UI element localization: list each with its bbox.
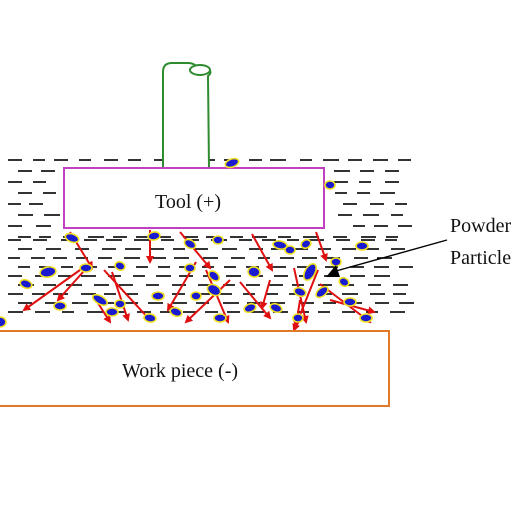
powder-particle-icon <box>53 301 67 311</box>
powder-particle-icon <box>114 261 126 271</box>
callout-label-particle: Particle <box>450 247 511 269</box>
spark-arrow-icon <box>259 279 271 310</box>
powder-particle-icon <box>247 266 261 278</box>
powder-particle-icon <box>183 238 197 250</box>
spark-arrow-icon <box>315 231 328 262</box>
powder-particle-icon <box>243 302 257 314</box>
powder-particle-icon <box>39 266 57 278</box>
powder-particle-icon <box>338 276 350 288</box>
powder-particle-icon <box>292 313 304 323</box>
callout-arrowhead-icon <box>326 265 340 277</box>
powder-particles <box>0 157 373 328</box>
powder-particle-icon <box>224 157 240 169</box>
powder-particle-icon <box>343 297 357 307</box>
spark-arrow-icon <box>103 269 152 322</box>
powder-particle-icon <box>64 232 80 244</box>
spark-arrow-icon <box>179 231 212 270</box>
powder-particle-icon <box>315 285 329 299</box>
powder-particle-icon <box>19 278 33 290</box>
spark-arrow-icon <box>184 279 231 324</box>
powder-particle-icon <box>143 313 157 323</box>
spark-arrow-icon <box>239 281 272 320</box>
callout-label-powder: Powder <box>450 215 511 237</box>
powder-particle-icon <box>91 293 109 307</box>
powder-particle-icon <box>207 270 221 282</box>
tool-electrode: Tool (+) <box>63 167 325 229</box>
powder-particle-icon <box>284 245 296 255</box>
powder-particle-icon <box>105 307 119 317</box>
powder-particle-icon <box>355 241 369 251</box>
tool-label: Tool (+) <box>155 191 221 213</box>
spark-arrow-icon <box>251 233 273 272</box>
powder-particle-icon <box>114 299 126 309</box>
powder-particle-icon <box>147 231 161 241</box>
powder-particle-icon <box>206 283 222 297</box>
electrode-rod-icon <box>162 62 212 169</box>
spark-arrows <box>22 230 376 332</box>
powder-particle-icon <box>169 306 183 318</box>
workpiece-label: Work piece (-) <box>122 360 238 382</box>
powder-particle-icon <box>324 180 336 190</box>
workpiece: Work piece (-) <box>0 330 390 407</box>
powder-particle-icon <box>300 238 312 250</box>
powder-particle-icon <box>269 302 283 314</box>
powder-particle-icon <box>79 263 93 273</box>
powder-particle-icon <box>213 313 227 323</box>
powder-particle-icon <box>330 257 342 267</box>
powder-particle-icon <box>190 291 202 301</box>
spark-arrow-icon <box>111 271 130 322</box>
powder-particle-icon <box>212 235 224 245</box>
powder-particle-icon <box>151 291 165 301</box>
powder-particle-callout: Powder Particle <box>326 215 511 277</box>
spark-arrow-icon <box>22 269 81 312</box>
powder-particle-icon <box>302 263 318 281</box>
powder-particle-icon <box>359 313 373 323</box>
powder-particle-icon <box>293 286 307 298</box>
powder-particle-icon <box>184 263 196 273</box>
powder-particle-icon <box>0 316 7 328</box>
